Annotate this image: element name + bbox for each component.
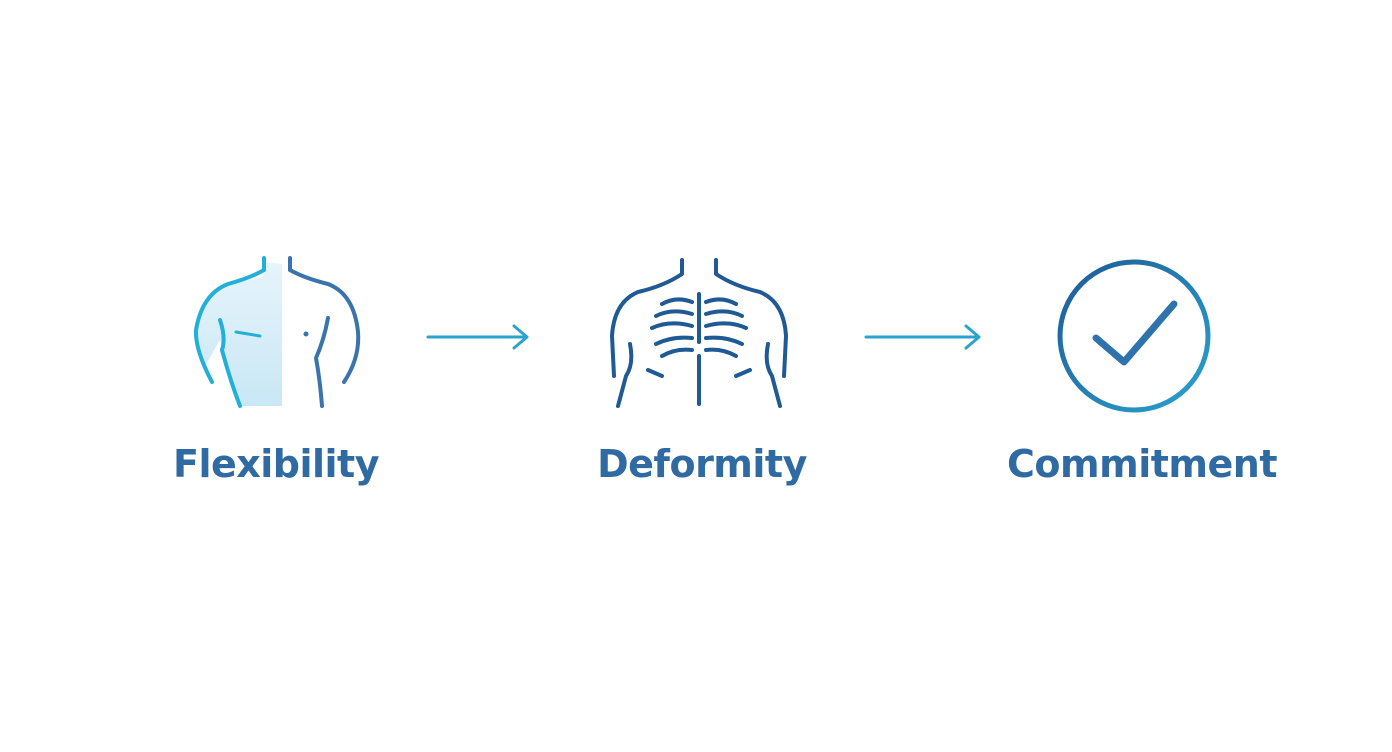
step-flexibility — [180, 240, 380, 420]
step-deformity — [600, 252, 800, 412]
arrow-right-icon — [864, 324, 981, 350]
step-label-deformity: Deformity — [597, 442, 807, 486]
ribcage-icon — [610, 258, 788, 408]
checkmark-circle-icon — [1057, 259, 1211, 413]
torso-icon — [193, 256, 361, 408]
step-label-commitment: Commitment — [1007, 442, 1277, 486]
step-label-flexibility: Flexibility — [172, 442, 380, 486]
step-commitment — [1052, 254, 1216, 418]
arrow-right-icon — [426, 324, 529, 350]
